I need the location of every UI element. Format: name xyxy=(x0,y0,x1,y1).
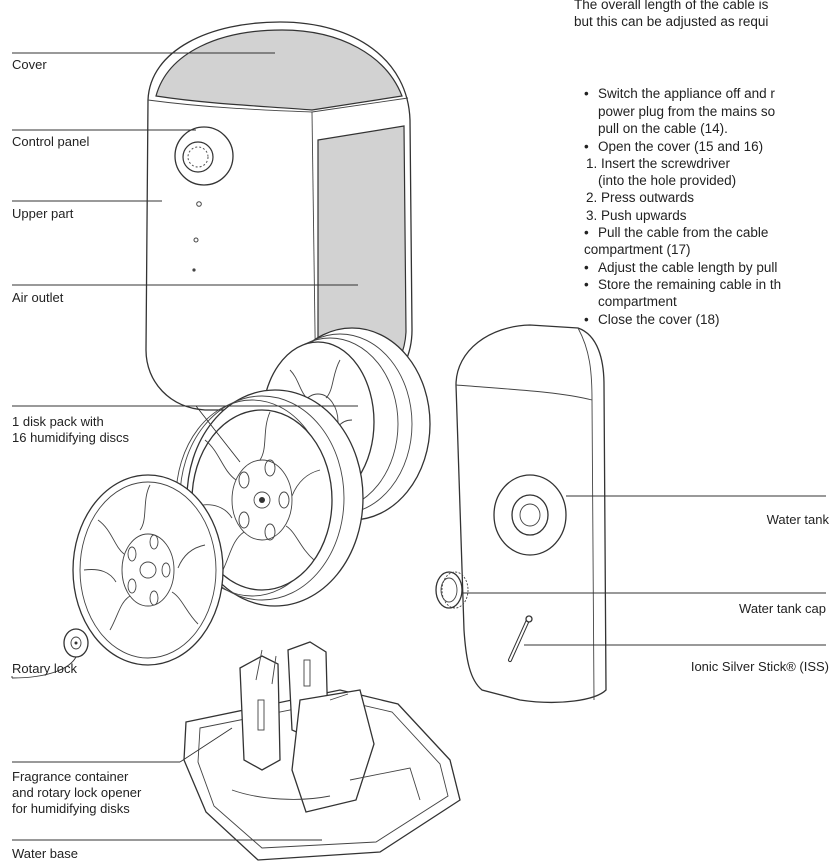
step-switch-off: Switch the appliance off and r xyxy=(584,86,775,103)
step-push-upwards: 3. Push upwards xyxy=(586,208,687,223)
step-switch-off-cont2: pull on the cable (14). xyxy=(598,121,728,136)
intro-line-2: but this can be adjusted as requi xyxy=(574,14,769,29)
label-fragrance-1: Fragrance container xyxy=(12,769,129,784)
label-air-outlet: Air outlet xyxy=(12,290,64,305)
label-ionic-silver-stick: Ionic Silver Stick® (ISS) xyxy=(690,659,829,674)
step-switch-off-cont1: power plug from the mains so xyxy=(598,104,776,119)
label-disk-pack-2: 16 humidifying discs xyxy=(12,430,130,445)
step-store-cable-cont: compartment xyxy=(598,294,677,309)
water-base-part xyxy=(183,641,461,861)
label-cover: Cover xyxy=(12,57,47,72)
water-tank-cap-part xyxy=(435,571,469,609)
intro-line-1: The overall length of the cable is xyxy=(574,0,769,12)
rotary-lock-part xyxy=(63,628,89,658)
step-adjust-length: Adjust the cable length by pull xyxy=(584,260,777,277)
label-water-tank-cap: Water tank cap xyxy=(739,601,826,616)
water-tank-part xyxy=(455,324,607,704)
single-disc xyxy=(72,474,224,666)
step-press-outwards: 2. Press outwards xyxy=(586,190,695,205)
label-upper-part: Upper part xyxy=(12,206,74,221)
label-fragrance-3: for humidifying disks xyxy=(12,801,130,816)
step-insert-screwdriver: 1. Insert the screwdriver xyxy=(586,156,731,171)
step-insert-screwdriver-cont: (into the hole provided) xyxy=(598,173,737,188)
ionic-silver-stick-part xyxy=(508,615,533,662)
label-control-panel: Control panel xyxy=(12,134,90,149)
label-rotary-lock: Rotary lock xyxy=(12,661,78,676)
step-open-cover: Open the cover (15 and 16) xyxy=(584,139,763,156)
label-water-tank: Water tank xyxy=(766,512,829,527)
step-pull-cable: Pull the cable from the cable xyxy=(584,225,768,242)
step-pull-cable-cont: compartment (17) xyxy=(584,242,691,257)
label-water-base: Water base xyxy=(12,846,78,861)
cover-shaded-top xyxy=(155,29,403,111)
label-disk-pack-1: 1 disk pack with xyxy=(12,414,104,429)
step-store-cable: Store the remaining cable in th xyxy=(584,277,781,294)
label-fragrance-2: and rotary lock opener xyxy=(12,785,142,800)
disk-pack-front xyxy=(175,389,364,607)
step-close-cover: Close the cover (18) xyxy=(584,312,720,329)
